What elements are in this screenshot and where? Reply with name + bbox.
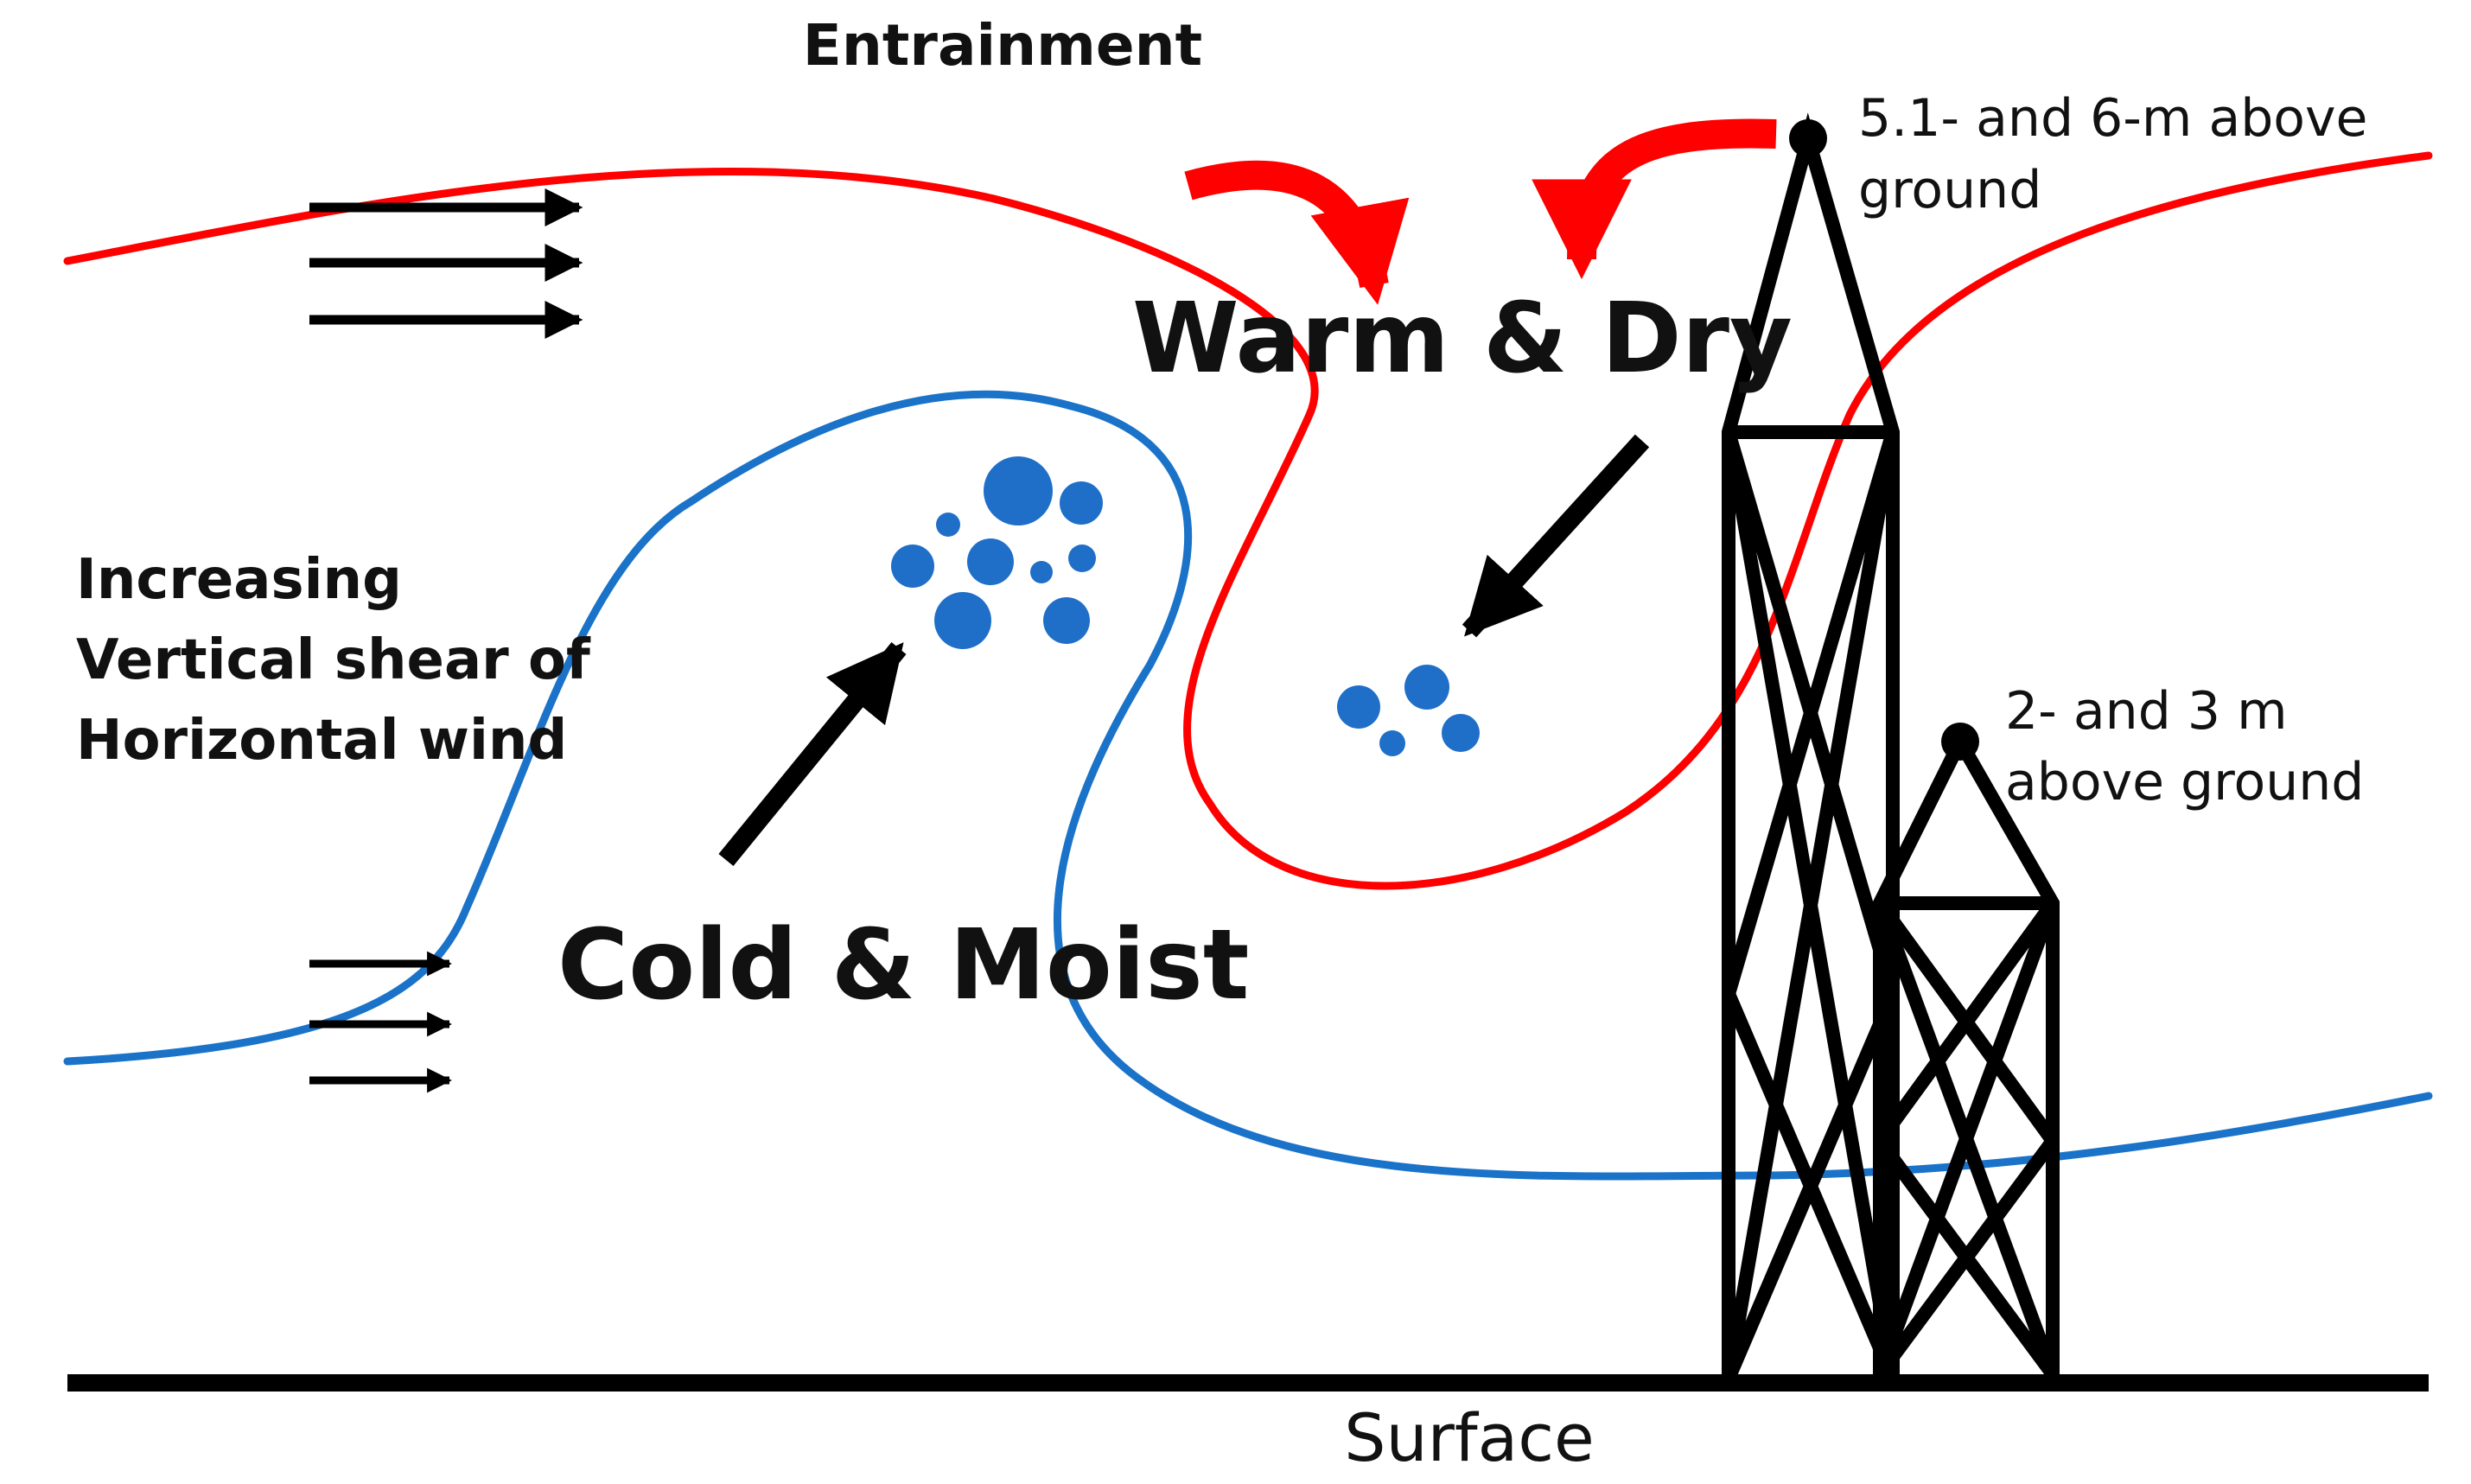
droplet-icon xyxy=(1442,714,1480,752)
droplet-icon xyxy=(1068,545,1096,572)
tall-tower-sensor-icon xyxy=(1789,119,1827,157)
droplet-icon xyxy=(984,456,1053,525)
upper-wind-arrows xyxy=(309,188,583,339)
flow-arrows xyxy=(718,434,1650,866)
moisture-droplets-small-cluster xyxy=(1337,665,1480,756)
warm-dry-label: Warm & Dry xyxy=(1132,283,1793,395)
warm-air-boundary-line xyxy=(63,151,2433,890)
droplet-icon xyxy=(1404,665,1449,710)
short-tower xyxy=(1873,723,2060,1379)
entrainment-arrows xyxy=(1184,118,1777,305)
diagonal-arrow-icon xyxy=(1462,434,1650,638)
diagonal-arrow-icon xyxy=(718,642,907,866)
droplet-icon xyxy=(936,513,960,537)
shear-label-line2: Vertical shear of xyxy=(76,628,591,692)
short-tower-height-label-line1: 2- and 3 m xyxy=(2005,681,2288,742)
short-tower-height-label-line2: above ground xyxy=(2005,752,2364,812)
shear-label-line1: Increasing xyxy=(76,548,402,612)
droplet-icon xyxy=(1060,481,1103,525)
tall-tower xyxy=(1722,112,1900,1382)
droplet-icon xyxy=(1337,685,1380,729)
shear-label-line3: Horizontal wind xyxy=(76,709,567,773)
curved-down-arrow-icon xyxy=(1184,160,1410,305)
droplet-icon xyxy=(1379,730,1405,756)
cold-moist-label: Cold & Moist xyxy=(557,909,1249,1022)
droplet-icon xyxy=(934,592,991,649)
tall-tower-height-label-line1: 5.1- and 6-m above xyxy=(1858,88,2367,149)
droplet-icon xyxy=(891,545,934,588)
droplet-icon xyxy=(1043,597,1090,644)
lower-wind-arrows xyxy=(309,951,452,1093)
tower-lattice xyxy=(1722,430,1900,1382)
moisture-droplets-cluster xyxy=(891,456,1103,649)
tall-tower-height-label-line2: ground xyxy=(1858,160,2041,220)
entrainment-label: Entrainment xyxy=(803,12,1202,79)
droplet-icon xyxy=(1030,561,1053,583)
short-tower-sensor-icon xyxy=(1941,723,1979,761)
lattice-tower-icon xyxy=(1873,727,2060,1379)
droplet-icon xyxy=(967,538,1014,585)
surface-label: Surface xyxy=(1344,1399,1595,1476)
curved-down-arrow-icon xyxy=(1532,118,1777,280)
tower-lattice xyxy=(1873,899,2060,1379)
